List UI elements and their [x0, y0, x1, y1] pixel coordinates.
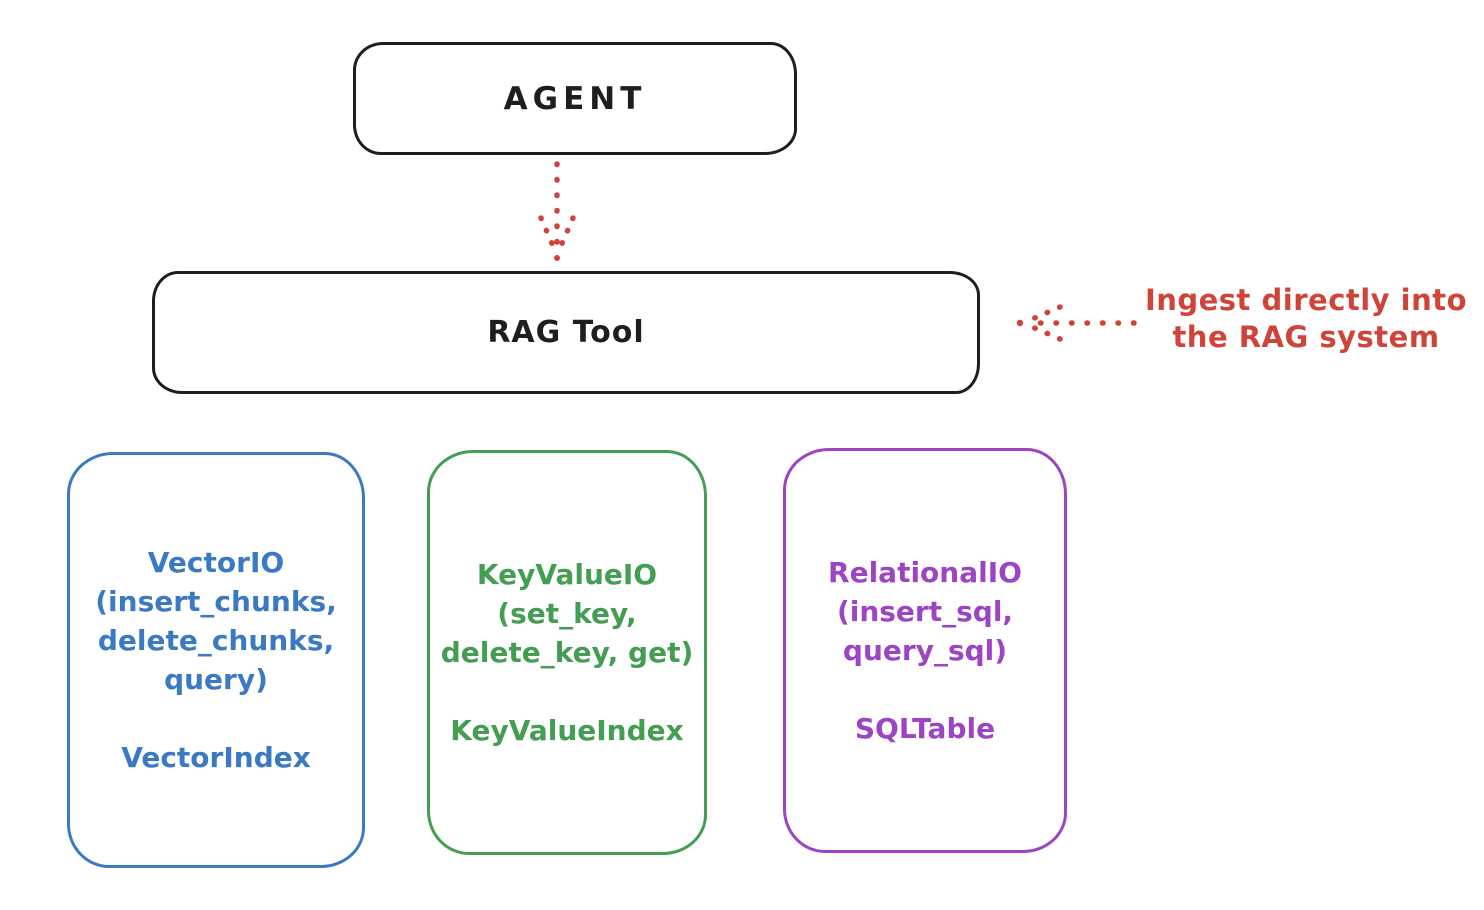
vector-io-param: delete_chunks, — [97, 624, 335, 657]
vector-io-param: (insert_chunks, — [95, 585, 337, 618]
vector-io-title: VectorIO — [147, 546, 285, 579]
relational-io-param: (insert_sql, — [836, 595, 1014, 628]
keyvalue-io-param: (set_key, — [497, 597, 637, 630]
relational-io-node: RelationalIO (insert_sql, query_sql) SQL… — [783, 448, 1067, 853]
agent-to-rag-arrow-icon — [533, 160, 581, 268]
relational-io-title: RelationalIO — [828, 556, 1022, 589]
keyvalue-io-index: KeyValueIndex — [450, 714, 684, 747]
keyvalue-io-node: KeyValueIO (set_key, delete_key, get) Ke… — [427, 450, 707, 855]
agent-node: AGENT — [353, 42, 797, 155]
relational-io-param: query_sql) — [842, 634, 1008, 667]
rag-tool-node-label: RAG Tool — [487, 315, 645, 350]
ingest-annotation: Ingest directly into the RAG system — [1138, 282, 1474, 356]
agent-node-label: AGENT — [503, 80, 647, 117]
annotation-to-rag-arrow-icon — [1014, 300, 1140, 352]
keyvalue-io-param: delete_key, get) — [440, 636, 694, 669]
ingest-annotation-line2: the RAG system — [1172, 320, 1440, 354]
relational-io-index: SQLTable — [854, 712, 996, 745]
keyvalue-io-title: KeyValueIO — [476, 558, 658, 591]
vector-io-param: query) — [164, 663, 268, 696]
rag-tool-node: RAG Tool — [152, 271, 980, 394]
ingest-annotation-line1: Ingest directly into — [1144, 283, 1468, 317]
vector-io-index: VectorIndex — [121, 741, 311, 774]
vector-io-node: VectorIO (insert_chunks, delete_chunks, … — [67, 452, 365, 868]
